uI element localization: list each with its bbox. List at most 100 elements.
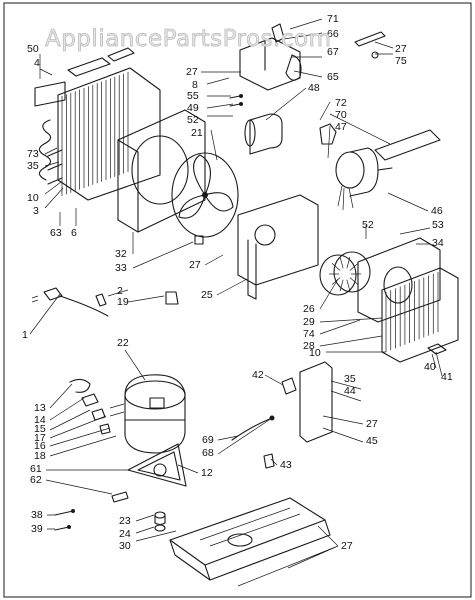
callout-39: 39 [31, 523, 43, 535]
callout-65: 65 [327, 71, 339, 83]
leader-lines [29, 18, 443, 587]
callout-22: 22 [117, 337, 129, 349]
selector-switch [165, 291, 179, 305]
fan-clip [194, 235, 204, 245]
callout-10: 10 [309, 347, 321, 359]
callout-27: 27 [341, 540, 353, 552]
fan-shroud [117, 109, 206, 233]
callout-41: 41 [441, 371, 453, 383]
fan-motor [335, 147, 393, 211]
callout-71: 71 [327, 13, 339, 25]
callout-74: 74 [303, 328, 315, 340]
callout-27: 27 [395, 43, 407, 55]
callout-67: 67 [327, 46, 339, 58]
capacitor [244, 113, 283, 155]
callout-43: 43 [280, 459, 292, 471]
base-pan [169, 497, 331, 581]
callout-27: 27 [189, 259, 201, 271]
grommets [154, 511, 166, 532]
callout-29: 29 [303, 316, 315, 328]
callout-40: 40 [424, 361, 436, 373]
callout-33: 33 [115, 262, 127, 274]
condenser-coil [38, 67, 161, 201]
coil-bracket [34, 47, 135, 107]
callout-38: 38 [31, 509, 43, 521]
callout-72: 72 [335, 97, 347, 109]
callout-8: 8 [192, 79, 198, 91]
callout-75: 75 [395, 55, 407, 67]
callout-21: 21 [191, 127, 203, 139]
callout-labels: 71 66 27 75 67 65 50 4 27 8 55 49 52 21 … [22, 13, 453, 552]
callout-32: 32 [115, 248, 127, 260]
callout-68: 68 [202, 447, 214, 459]
callout-47: 47 [335, 121, 347, 133]
callout-24: 24 [119, 528, 131, 540]
callout-10: 10 [27, 192, 39, 204]
screws-55-49 [229, 94, 243, 107]
callout-18: 18 [34, 450, 46, 462]
compressor-mount-plate [111, 443, 187, 503]
diagram-frame [3, 2, 472, 598]
callout-27: 27 [366, 418, 378, 430]
callout-49: 49 [187, 102, 199, 114]
callout-69: 69 [202, 434, 214, 446]
callout-45: 45 [366, 435, 378, 447]
callout-73: 73 [27, 148, 39, 160]
blower-blade [339, 256, 344, 269]
motor-mount-bracket [239, 23, 302, 91]
callout-53: 53 [432, 219, 444, 231]
callout-1: 1 [22, 329, 28, 341]
evaporator-coil [381, 267, 459, 363]
callout-15: 15 [34, 423, 46, 435]
blower-blade [346, 256, 351, 269]
motor-cover [374, 129, 441, 161]
callout-13: 13 [34, 402, 46, 414]
callout-61: 61 [30, 463, 42, 475]
blower-wheel [319, 251, 371, 296]
callout-35: 35 [344, 373, 356, 385]
callout-55: 55 [187, 90, 199, 102]
callout-25: 25 [201, 289, 213, 301]
sensing-bulb-clip [263, 453, 275, 469]
callout-50: 50 [27, 43, 39, 55]
callout-26: 26 [303, 303, 315, 315]
callout-66: 66 [327, 28, 339, 40]
callout-34: 34 [432, 237, 444, 249]
condenser-fan-blade [171, 152, 239, 238]
callout-6: 6 [71, 227, 77, 239]
callout-19: 19 [117, 296, 129, 308]
callout-23: 23 [119, 515, 131, 527]
power-cord [31, 287, 109, 317]
top-right-hardware [354, 31, 386, 59]
overload-terminal-set [69, 378, 111, 435]
blower-blade [346, 279, 351, 292]
drain-fitting [427, 343, 447, 355]
callout-12: 12 [201, 467, 213, 479]
compressor [109, 374, 186, 454]
callout-30: 30 [119, 540, 131, 552]
callout-48: 48 [308, 82, 320, 94]
motor-grommet [319, 123, 337, 145]
thermostat-wire [231, 417, 273, 441]
blower-blade [339, 279, 344, 292]
callout-52: 52 [187, 114, 199, 126]
callout-44: 44 [344, 385, 356, 397]
callout-62: 62 [30, 474, 42, 486]
control-bracket [281, 361, 333, 443]
blower-housing [237, 194, 319, 300]
blower-blade [349, 263, 359, 271]
blower-blade [349, 277, 359, 285]
blower-blade [331, 277, 341, 285]
callout-4: 4 [34, 57, 40, 69]
callout-27: 27 [186, 66, 198, 78]
callout-70: 70 [335, 109, 347, 121]
callout-52: 52 [362, 219, 374, 231]
callout-63: 63 [50, 227, 62, 239]
callout-46: 46 [431, 205, 443, 217]
callout-16: 16 [34, 440, 46, 452]
callout-17: 17 [34, 432, 46, 444]
blower-blade [331, 263, 341, 271]
strain-relief [95, 293, 107, 307]
screws-38-39 [54, 509, 75, 531]
